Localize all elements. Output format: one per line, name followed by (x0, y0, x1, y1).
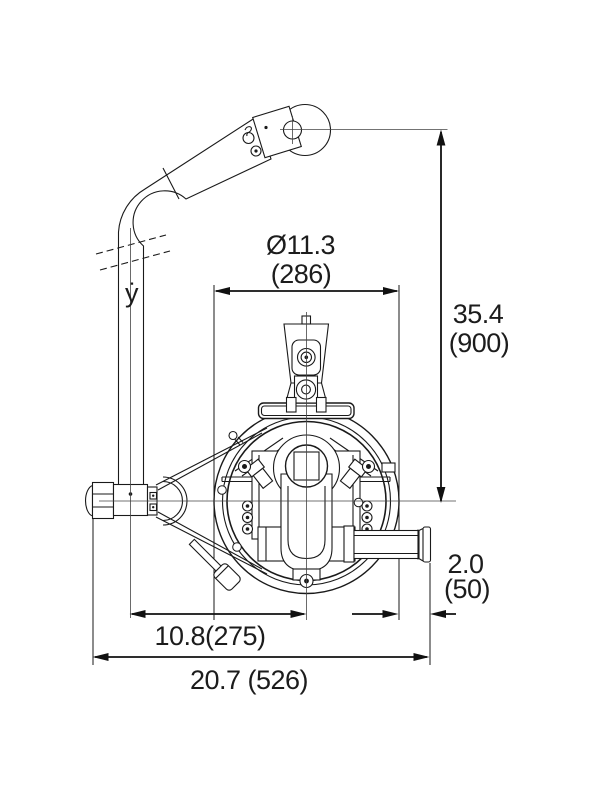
hex-nut (91, 481, 115, 520)
clamp-gussets (155, 427, 268, 575)
width-inner-label: 10.8(275) (154, 621, 265, 651)
arrow-offset-right (430, 610, 446, 618)
arrow-width-overall-right (413, 653, 430, 661)
bolt-stack-right (361, 500, 373, 535)
arrow-height-bottom (436, 487, 446, 503)
pipe-flange (422, 526, 432, 563)
valve-right (339, 458, 369, 490)
bolt-left-dot (242, 464, 247, 469)
hinge-circle-inner (301, 384, 311, 395)
diameter-value-label: Ø11.3 (266, 230, 335, 260)
drain-lever (188, 538, 241, 591)
dimension-offset: 2.0 (50) (352, 549, 491, 618)
break-lines (95, 234, 171, 271)
nut-cap (84, 484, 94, 517)
hex-nut-facets (92, 493, 114, 508)
gusset-lower (155, 511, 268, 575)
hinge-foot-right (315, 396, 327, 413)
offset-mm-label: (50) (444, 574, 490, 604)
diameter-mm-label: (286) (271, 259, 332, 289)
lever-head-band (215, 565, 229, 579)
arrow-offset-left (382, 610, 399, 618)
arrow-diameter-left (214, 287, 230, 295)
dimension-width-overall: 20.7 (526) (92, 653, 430, 695)
valve-left-cone (252, 467, 274, 490)
clip-screw-dot (254, 149, 258, 153)
height-mm-label: (900) (449, 328, 510, 358)
arrow-width-inner-left (129, 610, 146, 618)
width-overall-label: 20.7 (526) (190, 665, 308, 695)
bracket-flares (286, 382, 327, 399)
clamp-tab-lower-dot (152, 506, 155, 509)
lever-head (213, 563, 241, 591)
bolt-stack-left (241, 500, 254, 535)
dimension-width-inner: 10.8(275) (129, 610, 307, 651)
arrow-diameter-right (383, 287, 399, 295)
pipe-collar (343, 525, 355, 563)
outlet-pipe (343, 525, 432, 563)
arrow-height-top (436, 129, 446, 146)
bracket-small-right (381, 462, 396, 473)
axis-marker-label: ẏ (125, 278, 139, 308)
break-line-lower (99, 250, 171, 271)
valve-right-cone (339, 467, 361, 490)
clip-ring (242, 131, 255, 145)
hole-right (353, 497, 364, 508)
valve-left (244, 458, 274, 490)
clip-hook (244, 126, 252, 137)
dimension-diameter: Ø11.3 (286) (214, 230, 399, 295)
pipe-inner-lines (354, 534, 418, 555)
clamp-tab-upper-dot (152, 494, 155, 497)
hole-left (217, 485, 227, 495)
break-line-upper (95, 234, 167, 255)
tube-weld-joint-line (162, 167, 180, 200)
bolt-right-dot (366, 464, 371, 469)
pipe-tube (353, 529, 420, 560)
gusset-upper (155, 427, 268, 491)
cylinder-inner-walls (287, 486, 326, 540)
lever-head-group (213, 563, 241, 591)
hinge-foot-left (285, 396, 297, 413)
centerlines (99, 116, 456, 620)
hinge-circle (295, 379, 317, 400)
nipple-head (228, 430, 238, 441)
dimension-height: 35.4 (900) (436, 129, 510, 503)
hole-bottom-left (232, 542, 242, 552)
arrow-width-overall-left (92, 653, 109, 661)
offset-value-label: 2.0 (447, 549, 483, 579)
nipple-stub (234, 436, 244, 446)
collar-pin-dot (264, 125, 268, 130)
height-value-label: 35.4 (453, 299, 504, 329)
grease-nipple (228, 430, 244, 446)
pipe-neck (417, 528, 424, 562)
arrow-width-inner-right (290, 610, 307, 618)
